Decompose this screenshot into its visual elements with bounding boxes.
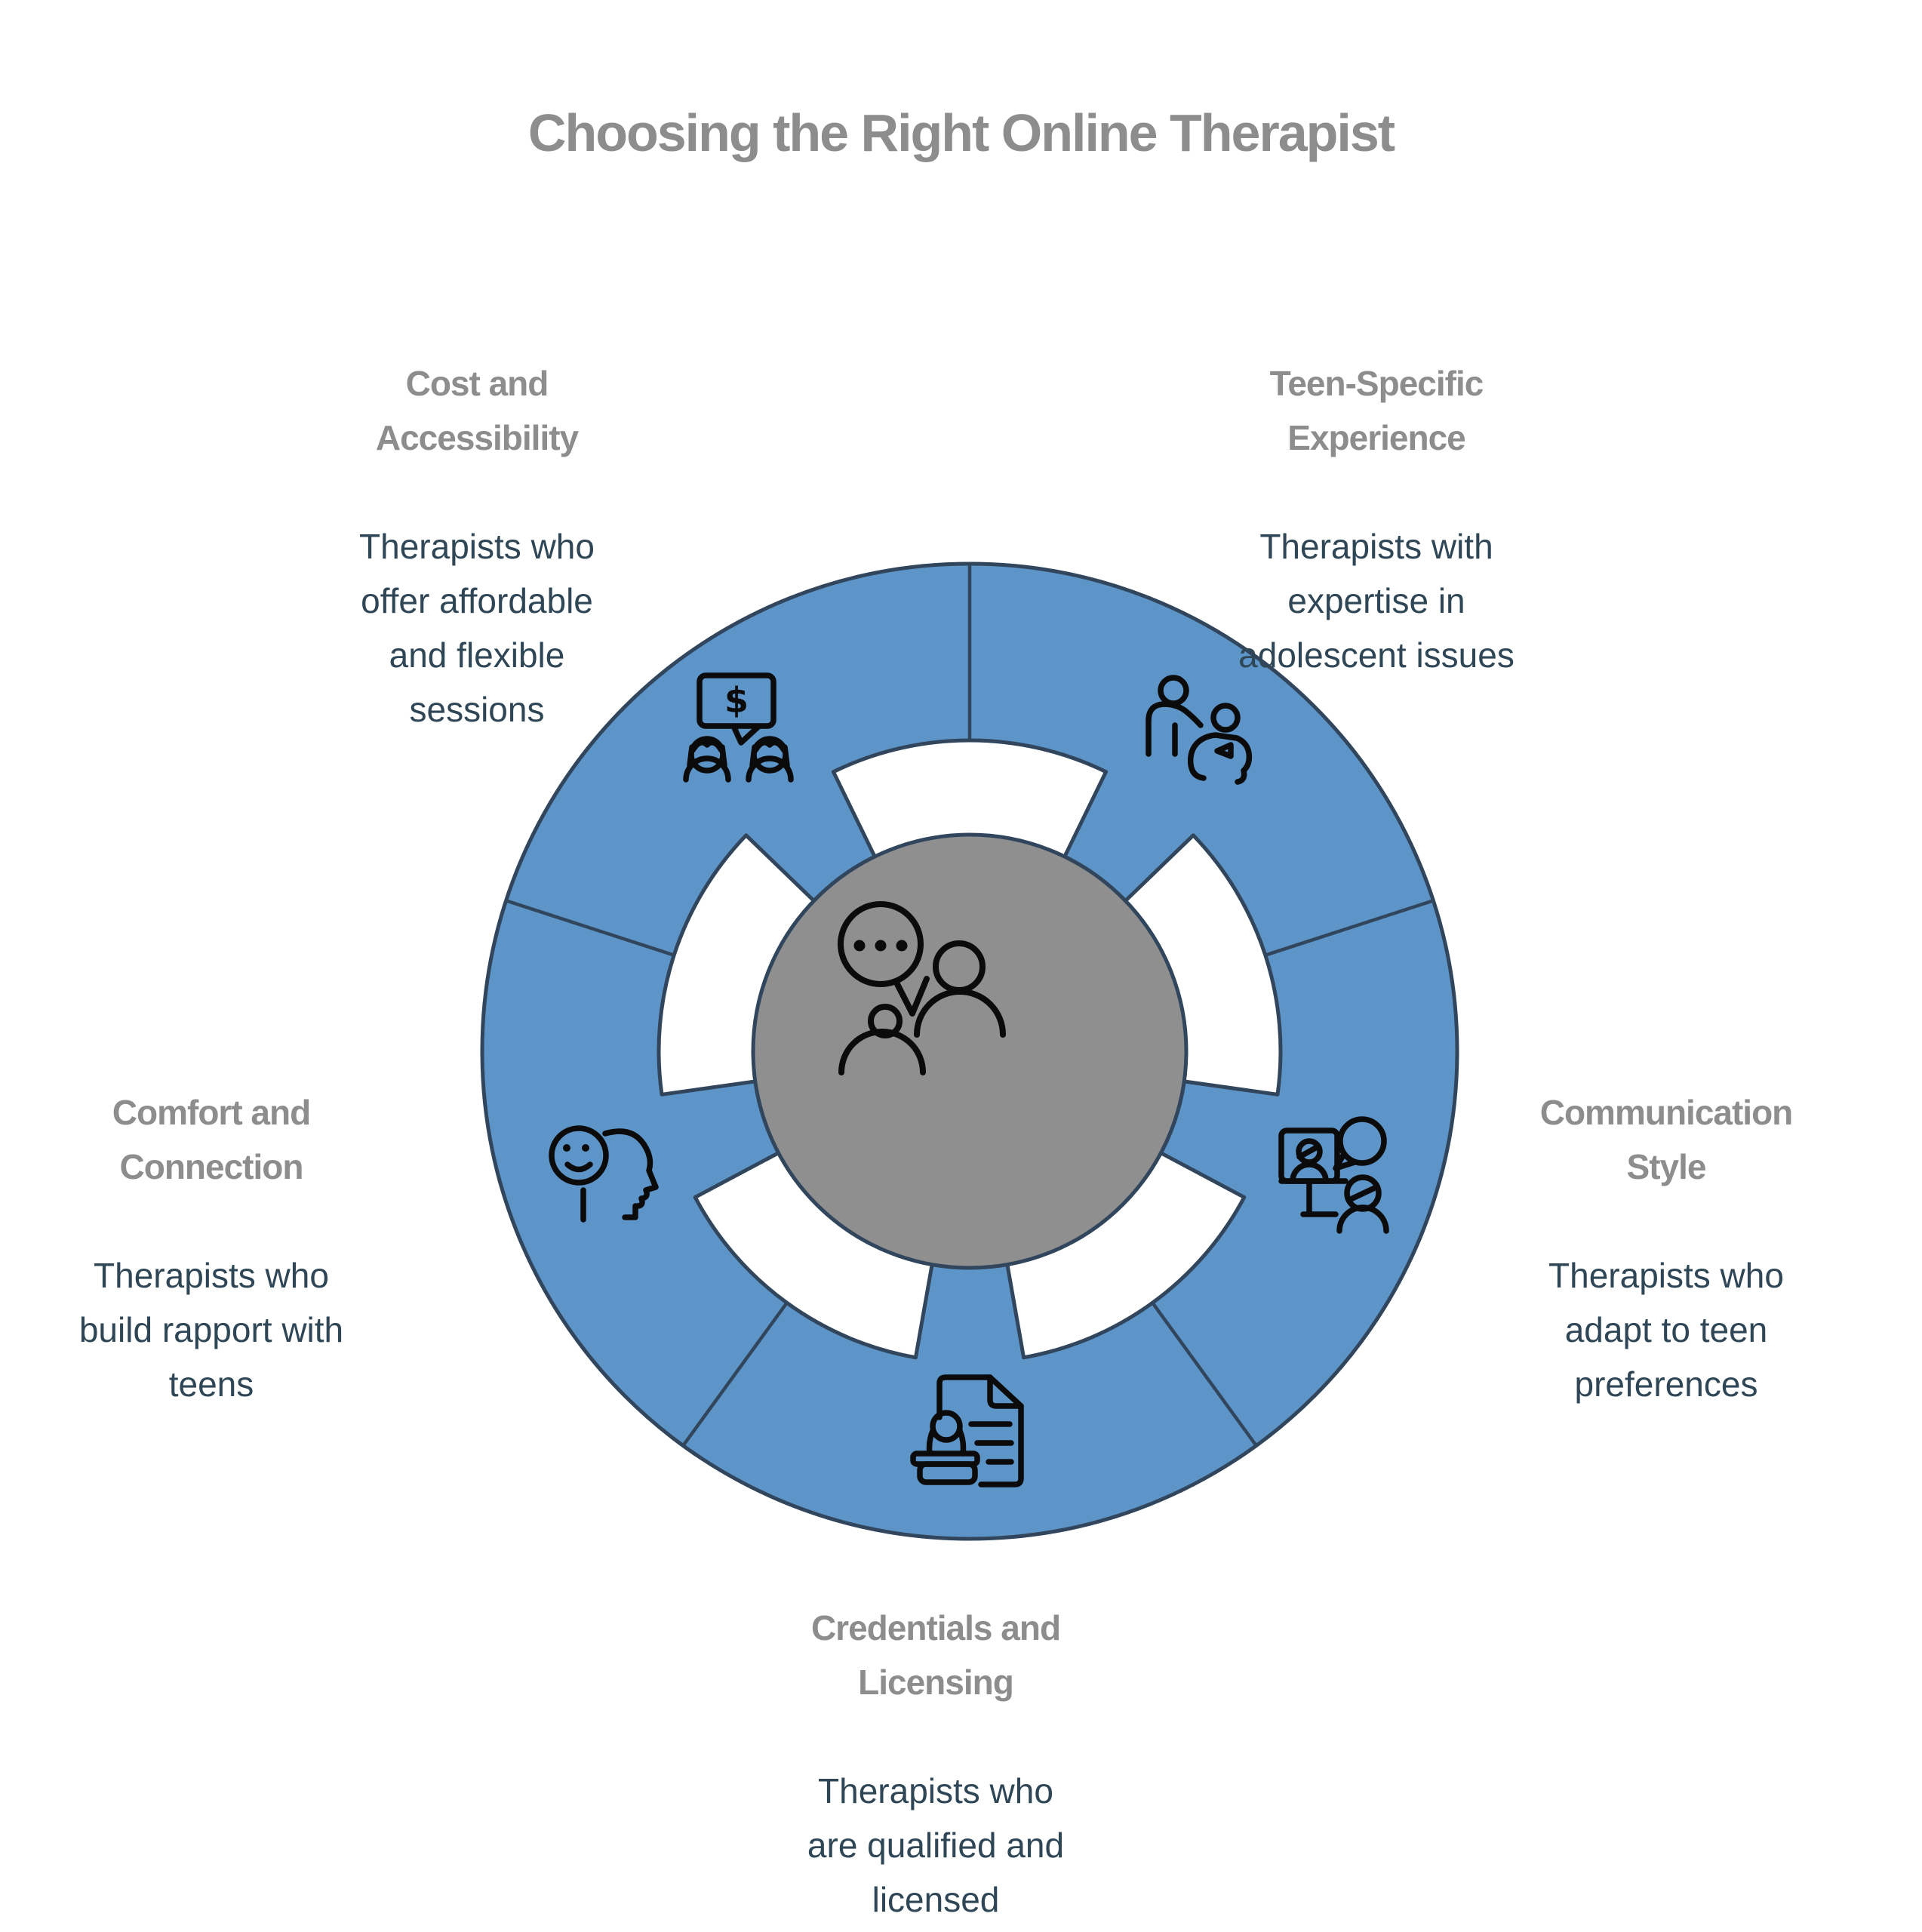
- payment-discussion-icon: $: [683, 672, 794, 783]
- segment-divider: [1151, 1301, 1258, 1447]
- segment-description: Therapists with expertise in adolescent …: [1238, 527, 1515, 675]
- segment-label-comfort: Comfort and Connection Therapists who bu…: [79, 1031, 343, 1466]
- segment-description: Therapists who offer affordable and flex…: [359, 527, 595, 729]
- segment-label-teen: Teen-Specific Experience Therapists with…: [1238, 302, 1515, 737]
- segment-heading: Teen-Specific Experience: [1269, 364, 1484, 457]
- smiley-head-profile-icon: [549, 1125, 659, 1223]
- segment-heading: Communication Style: [1539, 1093, 1794, 1186]
- segment-heading: Cost and Accessibility: [375, 364, 579, 457]
- mentor-teen-icon: [1146, 675, 1253, 785]
- segment-description: Therapists who build rapport with teens: [78, 1256, 344, 1404]
- page-title: Choosing the Right Online Therapist: [527, 103, 1395, 162]
- segment-divider: [1265, 899, 1434, 957]
- segment-description: Therapists who are qualified and license…: [807, 1771, 1065, 1919]
- segment-label-credentials: Credentials and Licensing Therapists who…: [807, 1546, 1064, 1932]
- segment-heading: Comfort and Connection: [112, 1093, 311, 1186]
- conversation-people-icon: [838, 901, 1006, 1075]
- segment-label-cost: Cost and Accessibility Therapists who of…: [359, 302, 595, 791]
- segment-description: Therapists who adapt to teen preferences: [1548, 1256, 1784, 1404]
- stamp-document-icon: [910, 1374, 1024, 1487]
- segment-heading: Credentials and Licensing: [810, 1608, 1061, 1702]
- hub-circle: [751, 832, 1189, 1270]
- dollar-glyph: $: [724, 680, 749, 721]
- video-chat-icon: [1278, 1116, 1389, 1234]
- segment-divider: [506, 899, 675, 957]
- segment-divider: [681, 1301, 789, 1447]
- segment-label-communication: Communication Style Therapists who adapt…: [1539, 1031, 1794, 1466]
